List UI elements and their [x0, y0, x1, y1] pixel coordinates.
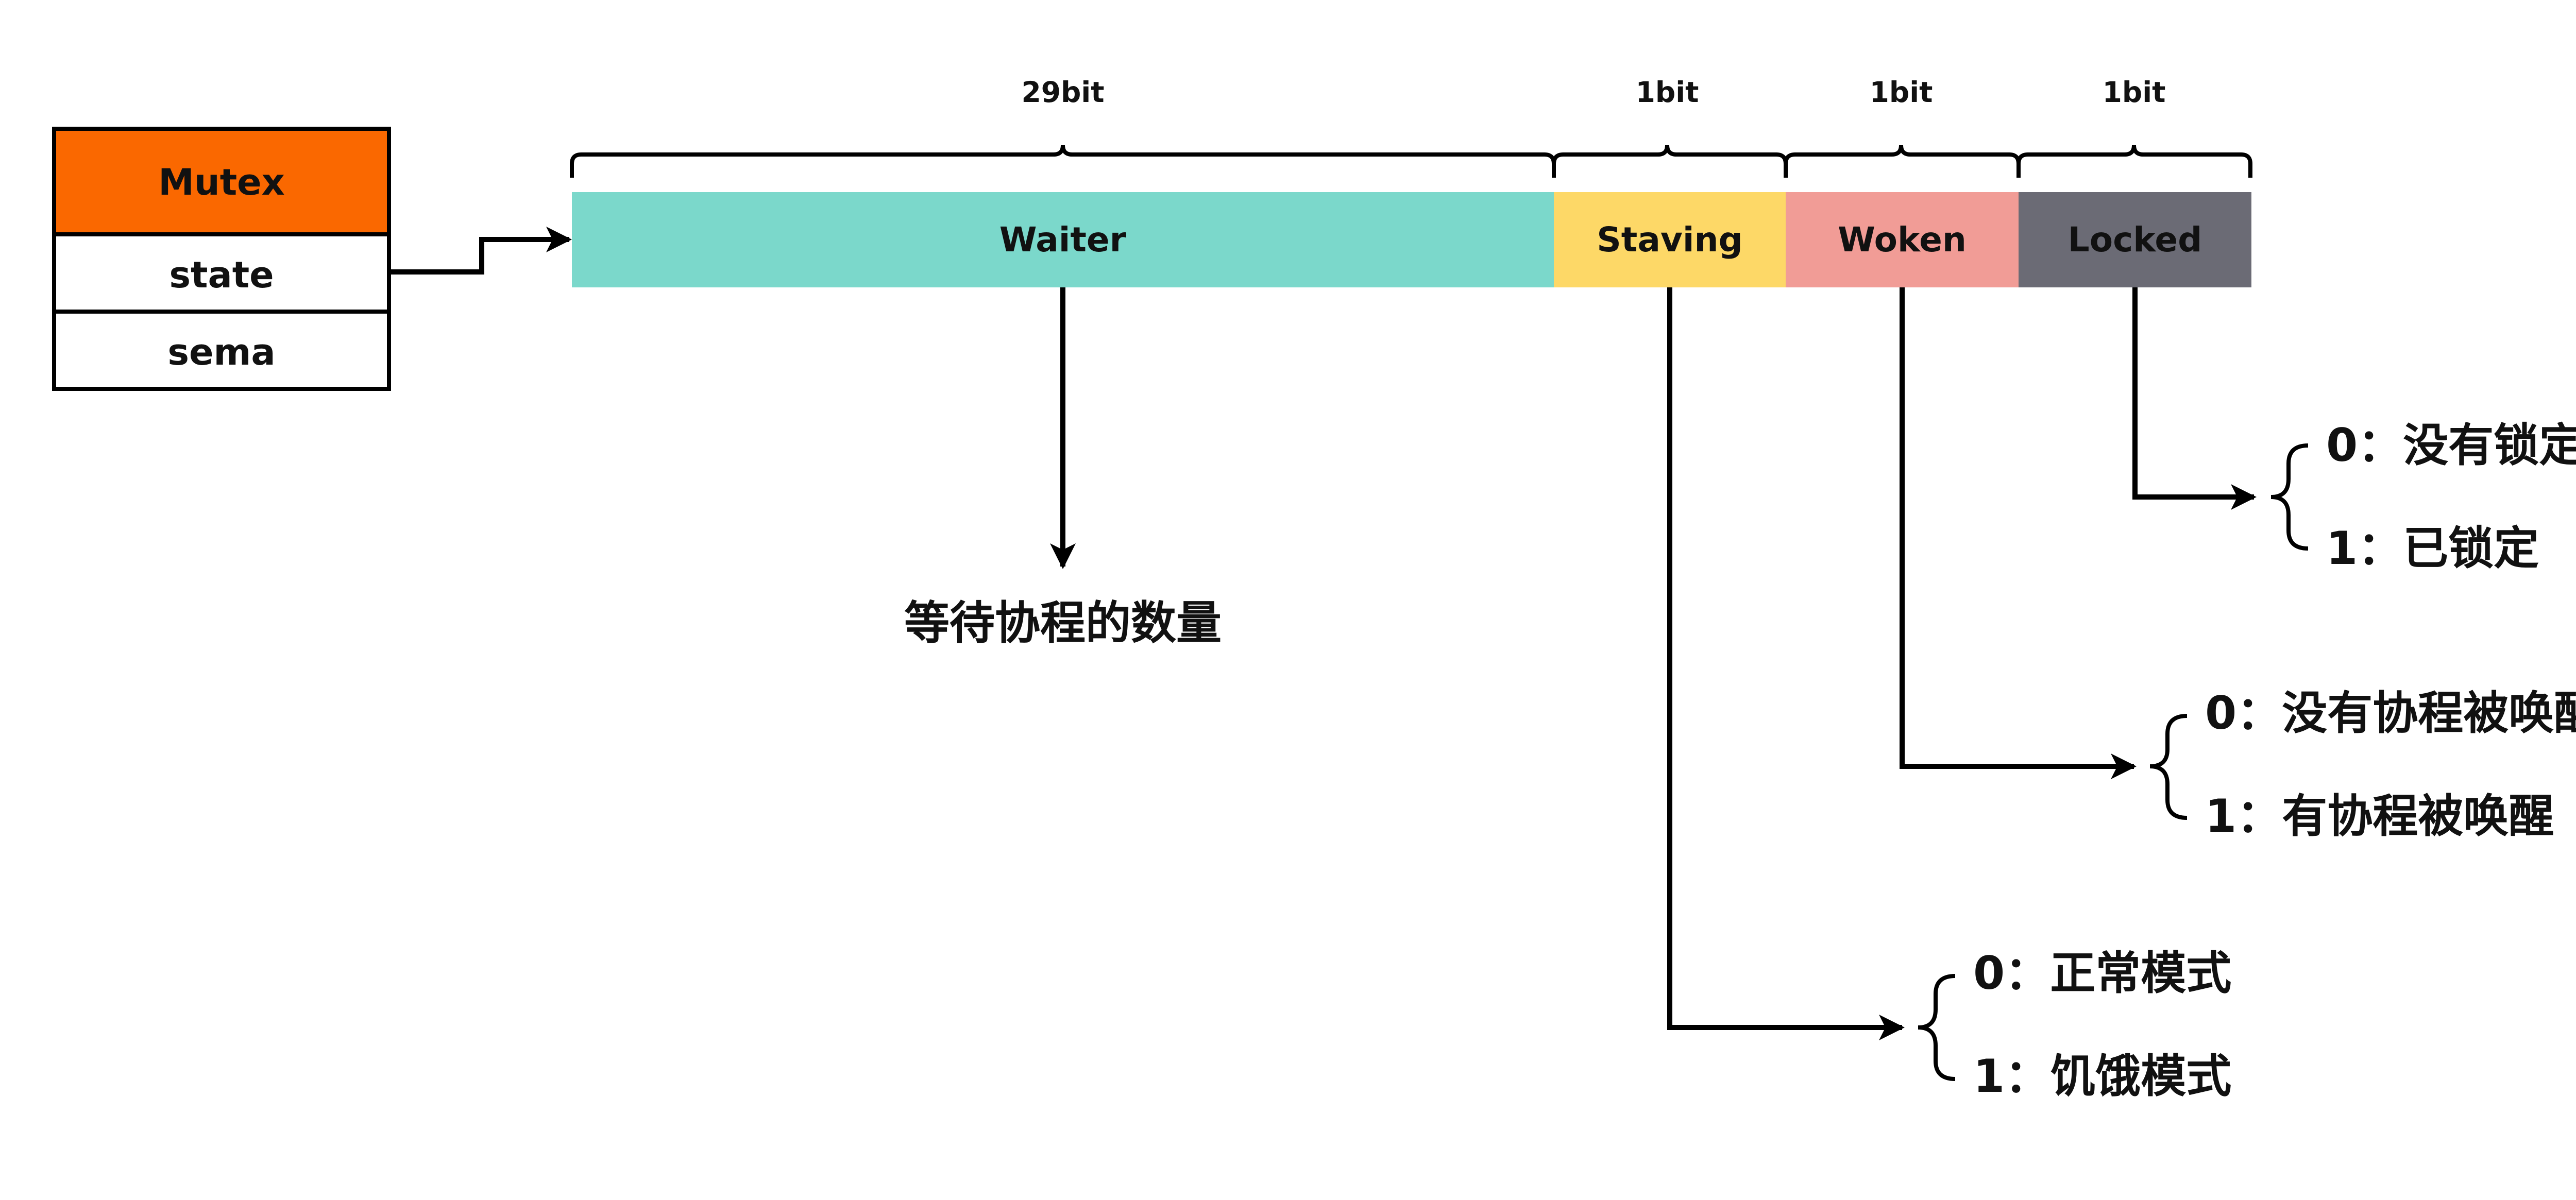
mutex-title: Mutex [158, 161, 285, 203]
mutex-field-state-cell [52, 232, 391, 314]
waiter-segment-label: Waiter [999, 220, 1127, 260]
woken-option-1: 1：有协程被唤醒 [2205, 790, 2554, 843]
waiter-description: 等待协程的数量 [904, 596, 1222, 649]
mutex-struct: Mutex state sema [52, 127, 391, 391]
mutex-title-cell [52, 127, 391, 236]
state-to-bits-arrow [389, 227, 572, 275]
bit-braces [570, 145, 2252, 178]
staving-brace [1552, 145, 1788, 178]
mutex-field-sema-cell [52, 310, 391, 391]
woken-segment-label: Woken [1838, 220, 1967, 260]
woken-width-label: 1bit [1870, 76, 1933, 109]
state-bit-layout: Waiter Staving Woken Locked [572, 192, 2251, 287]
waiter-segment [572, 192, 1554, 287]
woken-arrow [1900, 287, 2137, 779]
staving-segment [1554, 192, 1786, 287]
mutex-field-sema: sema [167, 331, 275, 373]
staving-option-1: 1：饥饿模式 [1973, 1050, 2231, 1103]
waiter-brace [570, 145, 1556, 178]
locked-brace [2016, 145, 2252, 178]
woken-brace [1784, 145, 2021, 178]
staving-option-0: 0：正常模式 [1973, 947, 2231, 1000]
staving-segment-label: Staving [1597, 220, 1743, 260]
woken-segment [1786, 192, 2019, 287]
locked-segment [2019, 192, 2251, 287]
woken-option-0: 0：没有协程被唤醒 [2205, 687, 2576, 740]
locked-option-1: 1：已锁定 [2326, 522, 2539, 575]
locked-option-0: 0：没有锁定 [2326, 419, 2576, 472]
mutex-field-state: state [169, 254, 274, 296]
staving-options-brace [1918, 974, 1956, 1081]
woken-options-brace [2149, 714, 2188, 820]
locked-width-label: 1bit [2103, 76, 2166, 109]
locked-segment-label: Locked [2068, 220, 2202, 260]
waiter-width-label: 29bit [1021, 76, 1104, 109]
locked-arrow [2132, 287, 2257, 510]
staving-arrow [1667, 287, 1905, 1040]
locked-options-brace [2270, 443, 2309, 551]
staving-width-label: 1bit [1636, 76, 1699, 109]
